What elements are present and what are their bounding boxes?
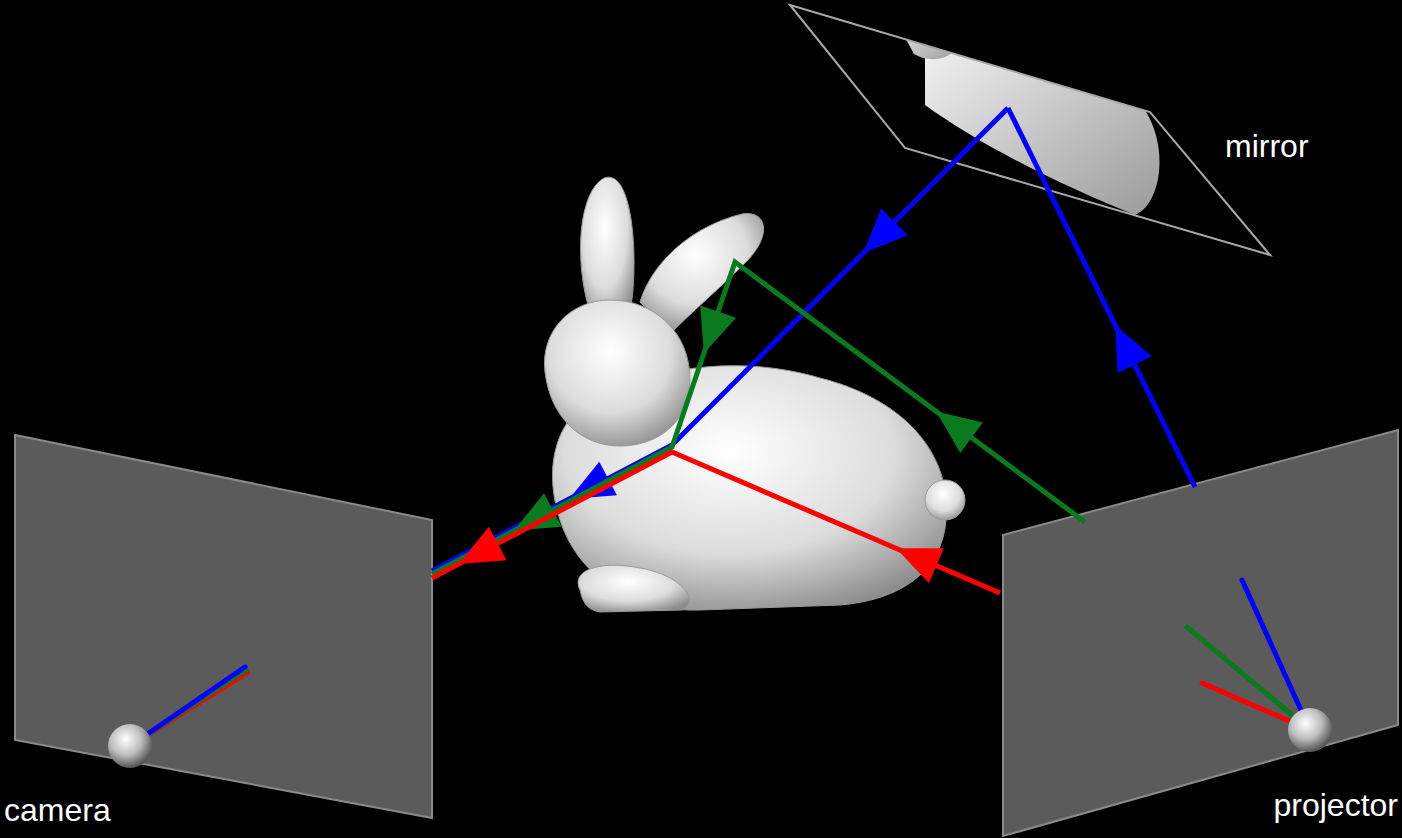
node-outline (0, 430, 440, 838)
camera-node: camera (0, 430, 440, 838)
ray-path (432, 452, 1000, 593)
arrowhead (569, 462, 617, 499)
arrowhead (896, 548, 944, 583)
optical-center (108, 724, 152, 768)
node-label: projector (1274, 787, 1399, 823)
arrowhead (1115, 325, 1152, 373)
pixel-ray (1242, 580, 1310, 730)
arrowhead (700, 305, 736, 353)
image-plane (15, 435, 432, 818)
light-ray (432, 108, 1008, 571)
mirror-node: mirror (785, 0, 1340, 262)
arrowhead (936, 411, 983, 452)
ray-path (432, 108, 1008, 571)
bunny-tail (925, 480, 965, 520)
mirror-frame (790, 5, 1270, 255)
node-label: mirror (1225, 128, 1309, 164)
pixel-ray (1187, 627, 1310, 730)
arrowhead (863, 208, 908, 253)
mirror-surface (790, 5, 1270, 255)
bunny-head (544, 300, 690, 446)
bunny (544, 177, 965, 612)
image-plane (1003, 430, 1398, 836)
projector-node: projector (995, 425, 1402, 838)
optical-center (1288, 708, 1332, 752)
bunny-ear (640, 214, 764, 332)
node-outline (995, 425, 1402, 838)
arrowhead (514, 493, 562, 530)
arrowhead (459, 527, 507, 564)
light-ray (432, 452, 1000, 593)
ray-path (432, 262, 1085, 574)
bunny-foot (578, 565, 689, 612)
node-label: camera (4, 792, 111, 828)
light-ray (432, 262, 1085, 574)
